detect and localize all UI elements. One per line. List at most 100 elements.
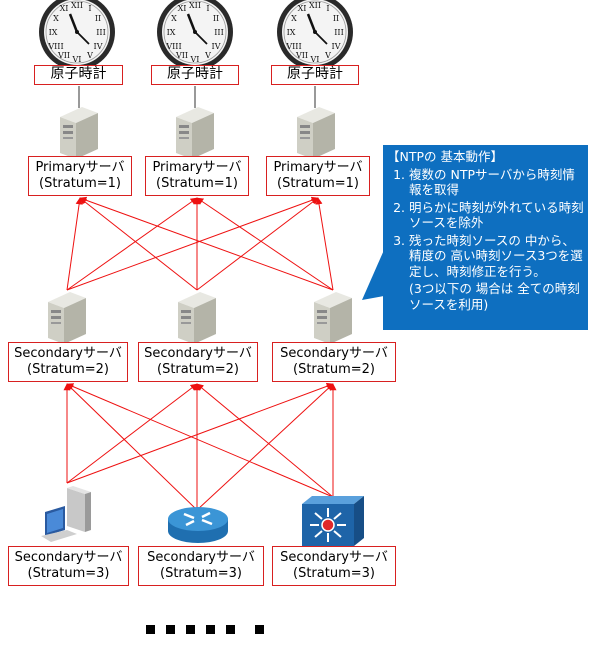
- server-name: Secondaryサーバ: [280, 550, 388, 565]
- svg-text:X: X: [291, 14, 297, 23]
- stratum-text: (Stratum=1): [156, 176, 238, 191]
- svg-text:XI: XI: [60, 4, 69, 13]
- pc-icon: [41, 486, 91, 542]
- server-icon: [176, 107, 214, 159]
- stratum-text: (Stratum=1): [39, 176, 121, 191]
- svg-text:IV: IV: [212, 42, 221, 51]
- ntp-link: [196, 197, 334, 291]
- callout-pointer: [362, 250, 384, 300]
- secondary-server-label: Secondaryサーバ (Stratum=2): [272, 342, 396, 382]
- ntp-link: [196, 383, 334, 498]
- svg-text:IX: IX: [287, 28, 296, 37]
- clock-label: 原子時計: [271, 65, 359, 85]
- svg-text:X: X: [171, 14, 177, 23]
- server-name: Primaryサーバ: [273, 160, 363, 175]
- svg-text:IX: IX: [49, 28, 58, 37]
- stratum-text: (Stratum=3): [160, 566, 242, 581]
- ntp-link: [66, 383, 334, 498]
- ntp-link: [66, 197, 198, 291]
- svg-text:V: V: [86, 51, 93, 60]
- primary-server-label: Primaryサーバ (Stratum=1): [266, 156, 370, 196]
- ntp-link: [66, 197, 83, 291]
- svg-text:II: II: [95, 14, 101, 23]
- ellipsis-dot: [255, 625, 264, 634]
- server-name: Secondaryサーバ: [147, 550, 255, 565]
- svg-text:VII: VII: [57, 51, 70, 60]
- ntp-link: [79, 197, 198, 291]
- svg-text:VIII: VIII: [47, 42, 63, 51]
- secondary-server-label: Secondaryサーバ (Stratum=2): [138, 342, 258, 382]
- svg-text:IX: IX: [167, 28, 176, 37]
- server-icon: [48, 292, 86, 344]
- ntp-link: [196, 383, 334, 511]
- svg-text:VI: VI: [190, 55, 200, 64]
- ellipsis-dot: [206, 625, 215, 634]
- ellipsis-dot: [186, 625, 195, 634]
- svg-text:I: I: [88, 4, 91, 13]
- svg-text:II: II: [213, 14, 219, 23]
- server-name: Secondaryサーバ: [14, 346, 122, 361]
- server-icon: [60, 107, 98, 159]
- svg-text:VI: VI: [72, 55, 82, 64]
- ntp-link: [66, 382, 334, 484]
- secondary-server-label: Secondaryサーバ (Stratum=3): [138, 546, 264, 586]
- ntp-link: [66, 383, 198, 511]
- router-icon: [168, 507, 228, 543]
- ntp-callout: 【NTPの 基本動作】 複数の NTPサーバから時刻情報を取得 明らかに時刻が外…: [383, 145, 588, 330]
- ellipsis-dot: [166, 625, 175, 634]
- svg-text:VIII: VIII: [165, 42, 181, 51]
- svg-text:III: III: [96, 28, 105, 37]
- svg-text:VII: VII: [175, 51, 188, 60]
- ellipsis-dot: [226, 625, 235, 634]
- svg-text:XII: XII: [309, 1, 321, 10]
- callout-step: 明らかに時刻が外れている時刻ソースを除外: [409, 200, 584, 231]
- clock-label: 原子時計: [34, 65, 123, 85]
- svg-text:XI: XI: [178, 4, 187, 13]
- ntp-link: [66, 383, 198, 484]
- server-name: Secondaryサーバ: [14, 550, 123, 565]
- stratum-text: (Stratum=3): [27, 566, 110, 581]
- switch-icon: [302, 496, 364, 546]
- ntp-link: [66, 196, 319, 291]
- server-icon: [314, 292, 352, 344]
- svg-text:II: II: [333, 14, 339, 23]
- callout-steps: 複数の NTPサーバから時刻情報を取得 明らかに時刻が外れている時刻ソースを除外…: [387, 167, 584, 280]
- svg-text:VI: VI: [310, 55, 320, 64]
- server-icon: [297, 107, 335, 159]
- svg-text:XII: XII: [71, 1, 83, 10]
- server-name: Secondaryサーバ: [144, 346, 252, 361]
- stratum-text: (Stratum=3): [293, 566, 375, 581]
- svg-text:IV: IV: [332, 42, 341, 51]
- svg-text:I: I: [206, 4, 209, 13]
- svg-text:V: V: [324, 51, 331, 60]
- svg-text:X: X: [53, 14, 59, 23]
- svg-text:III: III: [334, 28, 343, 37]
- callout-note: (3つ以下の 場合は 全ての時刻ソースを利用): [409, 281, 580, 312]
- stratum-text: (Stratum=1): [277, 176, 359, 191]
- stratum-text: (Stratum=2): [293, 362, 375, 377]
- clock-label: 原子時計: [151, 65, 239, 85]
- ellipsis-dot: [146, 625, 155, 634]
- callout-step: 複数の NTPサーバから時刻情報を取得: [409, 167, 584, 198]
- svg-text:VII: VII: [295, 51, 308, 60]
- primary-server-label: Primaryサーバ (Stratum=1): [145, 156, 249, 196]
- stratum-text: (Stratum=2): [157, 362, 239, 377]
- stratum-text: (Stratum=2): [27, 362, 109, 377]
- server-name: Primaryサーバ: [35, 160, 125, 175]
- server-icon: [178, 292, 216, 344]
- callout-step: 残った時刻ソースの 中から、精度の 高い時刻ソース3つを選定し、時刻修正を行う。: [409, 233, 584, 280]
- primary-server-label: Primaryサーバ (Stratum=1): [28, 156, 132, 196]
- secondary-server-label: Secondaryサーバ (Stratum=3): [272, 546, 396, 586]
- svg-text:V: V: [204, 51, 211, 60]
- svg-text:I: I: [326, 4, 329, 13]
- svg-text:VIII: VIII: [285, 42, 301, 51]
- callout-title: 【NTPの 基本動作】: [387, 149, 503, 164]
- server-name: Primaryサーバ: [152, 160, 242, 175]
- secondary-server-label: Secondaryサーバ (Stratum=2): [8, 342, 128, 382]
- svg-text:XII: XII: [189, 1, 201, 10]
- svg-text:IV: IV: [94, 42, 103, 51]
